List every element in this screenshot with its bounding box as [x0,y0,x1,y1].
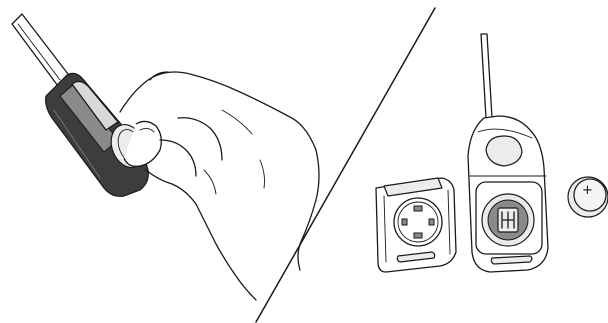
key-blade [12,14,68,86]
fob-back-cover [376,178,456,272]
right-panel: + [376,34,608,272]
hand-outline [120,72,319,300]
key-fob-open [468,34,548,272]
battery-plus-symbol: + [582,183,593,198]
panel-divider [256,8,435,322]
coin-battery: + [568,177,608,217]
left-panel [12,14,319,300]
